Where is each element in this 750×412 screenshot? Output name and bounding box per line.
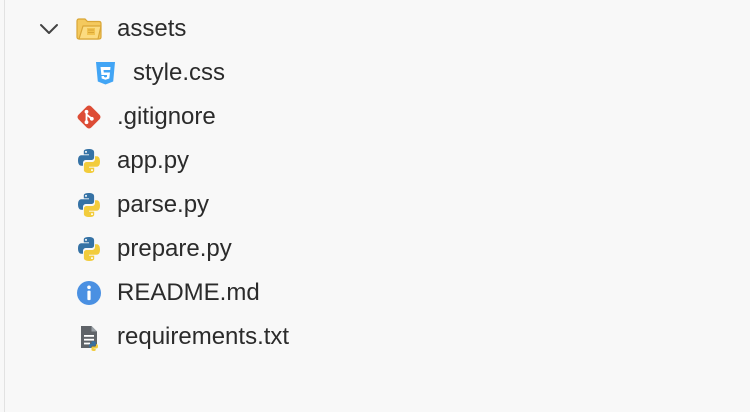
tree-item-style-css[interactable]: style.css <box>5 51 750 95</box>
tree-item-label: app.py <box>117 147 190 174</box>
git-icon <box>77 105 101 129</box>
tree-item-label: .gitignore <box>117 103 216 130</box>
tree-item-readme-md[interactable]: README.md <box>5 271 750 315</box>
tree-item-assets-folder[interactable]: assets <box>5 7 750 51</box>
text-file-icon <box>81 326 98 351</box>
python-icon <box>78 237 100 261</box>
tree-item-prepare-py[interactable]: prepare.py <box>5 227 750 271</box>
tree-item-label: prepare.py <box>117 235 232 262</box>
python-icon <box>78 193 100 217</box>
tree-item-requirements-txt[interactable]: requirements.txt <box>5 315 750 359</box>
tree-item-label: parse.py <box>117 191 210 218</box>
tree-item-parse-py[interactable]: parse.py <box>5 183 750 227</box>
tree-item-gitignore[interactable]: .gitignore <box>5 95 750 139</box>
python-icon <box>78 149 100 173</box>
tree-item-label: style.css <box>133 59 226 86</box>
chevron-down-icon[interactable] <box>37 17 61 41</box>
tree-item-app-py[interactable]: app.py <box>5 139 750 183</box>
css-file-icon <box>96 62 115 85</box>
folder-open-icon <box>76 18 102 40</box>
tree-item-label: assets <box>117 15 187 42</box>
file-explorer-panel: assets style.css .gitignore <box>4 0 750 412</box>
tree-item-label: README.md <box>117 279 260 306</box>
info-icon <box>77 281 101 305</box>
file-tree: assets style.css .gitignore <box>5 7 750 359</box>
tree-item-label: requirements.txt <box>117 323 290 350</box>
